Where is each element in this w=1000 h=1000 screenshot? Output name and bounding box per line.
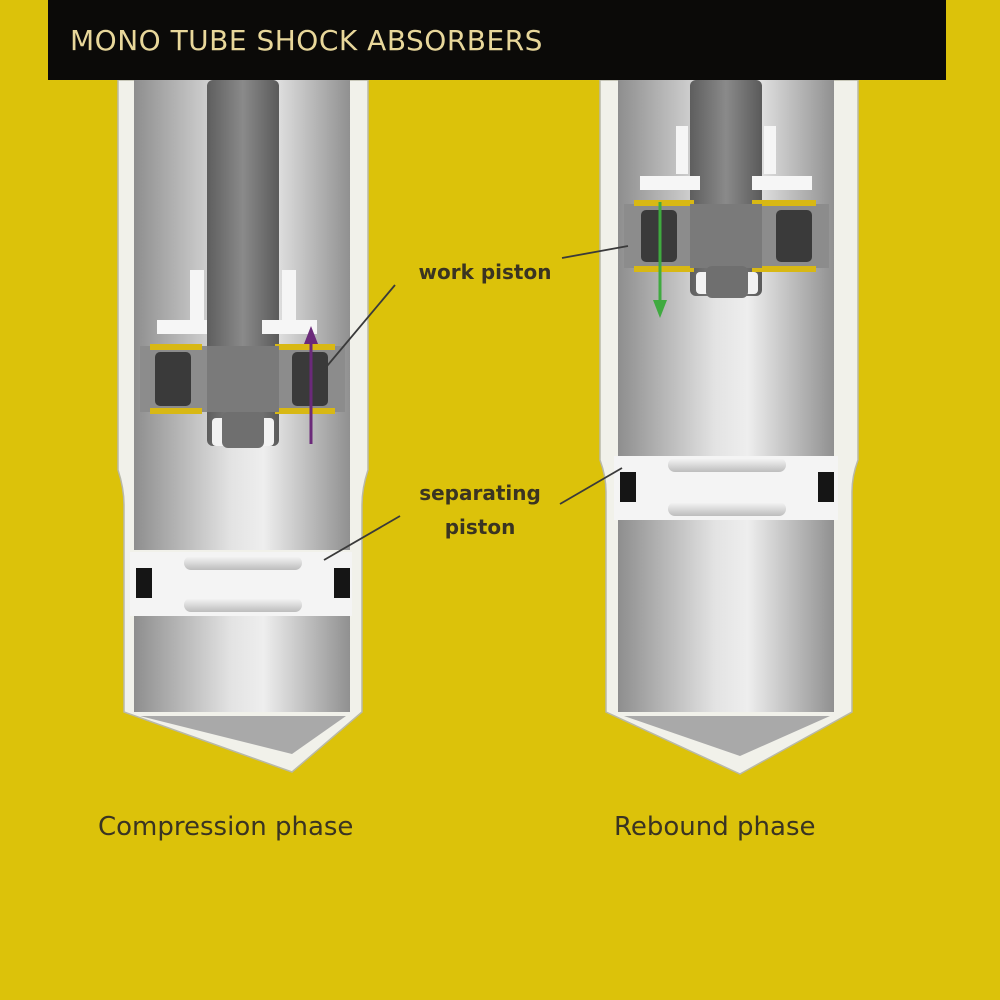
rod-tip xyxy=(706,266,748,298)
shim-plate xyxy=(752,176,812,190)
separating-piston-label-line2: piston xyxy=(444,515,516,539)
work-piston xyxy=(624,200,829,272)
work-piston xyxy=(140,344,345,414)
rebound-phase-caption: Rebound phase xyxy=(614,812,816,842)
tube-bottom xyxy=(140,716,346,754)
work-piston-leader xyxy=(561,245,629,259)
guide-bar xyxy=(190,270,204,320)
title-bar: MONO TUBE SHOCK ABSORBERS xyxy=(48,0,946,80)
tube-bottom xyxy=(624,716,830,756)
gas-chamber xyxy=(134,616,350,712)
arrow-down-icon xyxy=(653,202,667,318)
compression-phase-caption: Compression phase xyxy=(98,812,354,842)
separating-piston xyxy=(130,552,352,616)
shim-plate xyxy=(262,320,317,334)
guide-bar xyxy=(282,270,296,320)
shim-plate xyxy=(640,176,700,190)
separating-piston-label: separating piston xyxy=(385,476,575,544)
arrow-up-icon xyxy=(304,326,318,444)
rebound-shock-absorber xyxy=(599,79,859,775)
rod-tip xyxy=(222,412,264,448)
page-title: MONO TUBE SHOCK ABSORBERS xyxy=(70,24,543,57)
separating-piston-leader xyxy=(559,467,623,505)
separating-piston-label-line1: separating xyxy=(419,481,541,505)
guide-bar xyxy=(676,126,688,174)
shim-plate xyxy=(157,320,207,334)
work-piston-label-text: work piston xyxy=(418,260,552,284)
compression-shock-absorber xyxy=(117,79,369,773)
guide-bar xyxy=(764,126,776,174)
work-piston-leader xyxy=(321,284,396,373)
separating-piston-leader xyxy=(323,515,401,561)
work-piston-label: work piston xyxy=(390,255,580,289)
gas-chamber xyxy=(618,520,834,712)
separating-piston xyxy=(614,456,838,520)
